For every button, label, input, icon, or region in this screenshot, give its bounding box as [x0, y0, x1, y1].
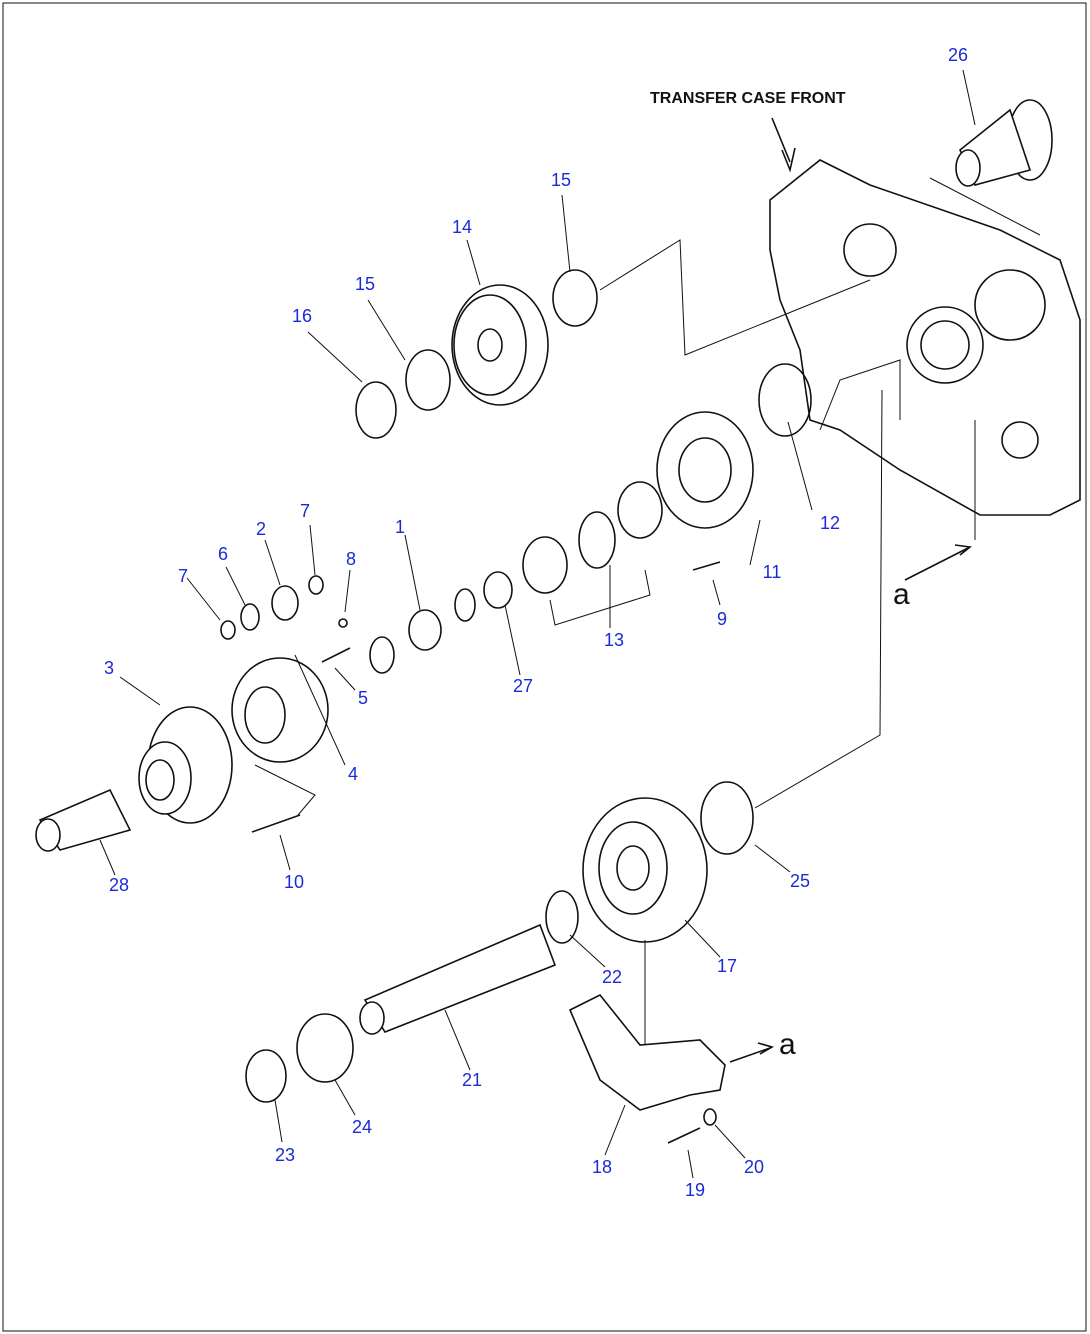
washer-20 [703, 1108, 717, 1126]
callout-10: 10 [284, 872, 304, 892]
bearing-2 [271, 585, 299, 621]
bracket-13 [549, 569, 651, 626]
snap-ring-16 [355, 381, 397, 439]
leader-10 [254, 764, 316, 816]
view-marker-a-upper: a [893, 578, 910, 611]
bearing-13-left [522, 536, 568, 594]
callout-27: 27 [513, 676, 533, 696]
bearing-15-upper [552, 269, 598, 327]
snap-ring-right [454, 588, 476, 622]
callout-26: 26 [948, 45, 968, 65]
callout-12: 12 [820, 513, 840, 533]
shaft-21 [359, 923, 557, 1035]
gear-17 [582, 797, 708, 943]
view-a-arrow-upper [904, 547, 969, 581]
callout-7-right: 7 [300, 501, 310, 521]
snap-ring-22 [545, 890, 579, 944]
callout-21: 21 [462, 1070, 482, 1090]
callout-25: 25 [790, 871, 810, 891]
bearing-6 [240, 603, 260, 631]
callout-9: 9 [717, 609, 727, 629]
callout-3: 3 [104, 658, 114, 678]
callout-11: 11 [763, 562, 782, 582]
bearing-15-lower [405, 349, 451, 411]
callout-6: 6 [218, 544, 228, 564]
callout-28: 28 [109, 875, 129, 895]
snap-ring-left [369, 636, 395, 674]
gear-3 [138, 706, 233, 824]
leader-25-case [754, 389, 883, 809]
gear-14 [451, 284, 549, 406]
title-arrow [781, 147, 796, 173]
leader-14-case [599, 239, 871, 356]
callout-leaders [99, 69, 976, 1179]
seal-23 [245, 1049, 287, 1103]
callout-19: 19 [685, 1180, 705, 1200]
cover-18 [568, 993, 726, 1111]
bearing-25 [700, 781, 754, 855]
title-leader [771, 117, 791, 163]
washer-27 [483, 571, 513, 609]
callout-1: 1 [395, 517, 405, 537]
bolt-10 [251, 814, 301, 833]
view-a-arrowhead-lower [757, 1042, 775, 1055]
washer-7-right [308, 575, 324, 595]
callout-23: 23 [275, 1145, 295, 1165]
bearing-13-right [617, 481, 663, 539]
transfer-case-housing [769, 159, 1081, 516]
gear-11 [656, 411, 754, 529]
bearing-1 [408, 609, 442, 651]
carrier-4 [231, 657, 329, 763]
pin-9 [692, 561, 721, 571]
leader-26-case [929, 177, 1041, 236]
washer-7-left [220, 620, 236, 640]
callout-15-lower: 15 [355, 274, 375, 294]
callout-22: 22 [602, 967, 622, 987]
callout-5: 5 [358, 688, 368, 708]
view-marker-a-lower: a [779, 1028, 796, 1061]
pin-5 [321, 647, 351, 663]
flange-26 [955, 99, 1053, 187]
callout-numbers: 1 2 3 4 5 6 7 7 8 9 10 11 12 13 14 15 15… [104, 45, 968, 1200]
bolt-19 [667, 1127, 701, 1144]
transfer-case-front-label: TRANSFER CASE FRONT [650, 90, 846, 107]
o-ring-12 [758, 363, 812, 437]
callout-8: 8 [346, 549, 356, 569]
ball-8 [338, 618, 348, 628]
callout-24: 24 [352, 1117, 372, 1137]
view-a-arrowhead-upper [954, 544, 972, 556]
callout-15-upper: 15 [551, 170, 571, 190]
callout-7-left: 7 [178, 566, 188, 586]
view-a-arrow-lower [729, 1047, 771, 1063]
shaft-28 [35, 788, 132, 852]
snap-ring-13 [578, 511, 616, 569]
callout-17: 17 [717, 956, 737, 976]
callout-13: 13 [604, 630, 624, 650]
callout-16: 16 [292, 306, 312, 326]
callout-2: 2 [256, 519, 266, 539]
callout-14: 14 [452, 217, 472, 237]
bearing-24 [296, 1013, 354, 1083]
callout-18: 18 [592, 1157, 612, 1177]
callout-20: 20 [744, 1157, 764, 1177]
callout-4: 4 [348, 764, 358, 784]
